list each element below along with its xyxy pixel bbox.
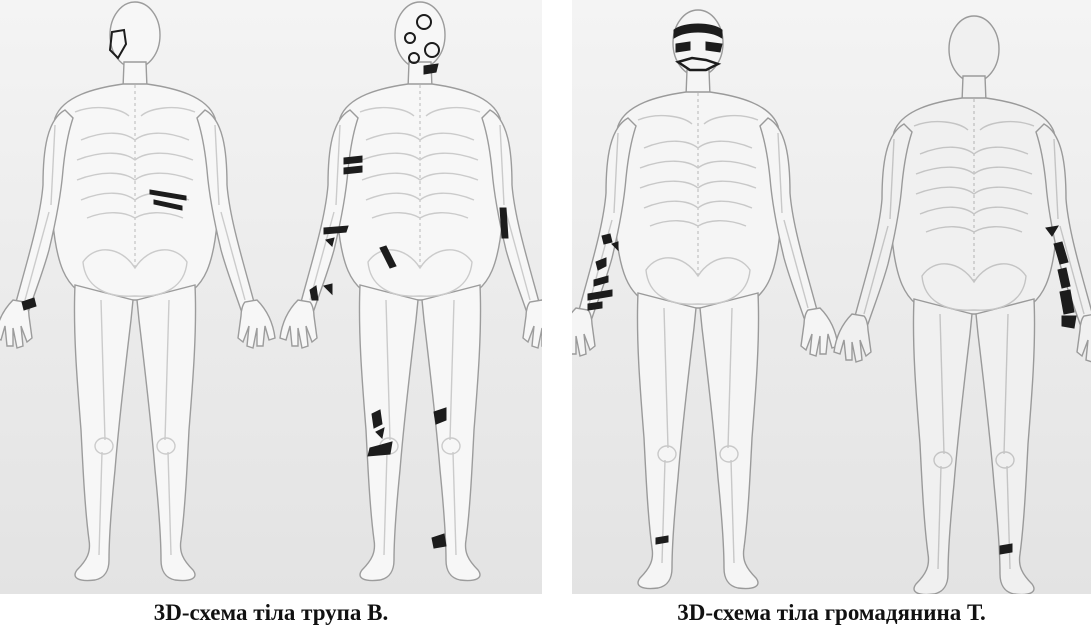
left-body-diagram (0, 0, 542, 594)
injury-mark-ankle (1000, 544, 1012, 554)
injury-mark-forearm (344, 166, 362, 174)
body-figure-back-view (0, 2, 275, 581)
body-figure-back-view (834, 16, 1091, 594)
right-panel-caption: 3D-схема тіла громадянина Т. (572, 600, 1091, 628)
injury-mark-forearm (344, 156, 362, 164)
injury-mark-face (706, 42, 722, 52)
right-body-diagram-panel (572, 0, 1091, 594)
right-body-diagram (572, 0, 1091, 594)
injury-mark-forearm (602, 234, 612, 244)
body-figure-front-view (572, 10, 838, 589)
injury-mark-ankle (656, 536, 668, 544)
injury-mark-ankle (432, 534, 446, 548)
injury-mark-hand (1062, 316, 1076, 328)
body-figure-front-view (280, 2, 542, 581)
left-panel-caption: 3D-схема тіла трупа В. (0, 600, 542, 628)
injury-mark-hand (588, 302, 602, 310)
injury-mark-knee (372, 410, 382, 428)
left-body-diagram-panel (0, 0, 542, 594)
injury-mark-face (424, 64, 438, 74)
injury-mark-hand (324, 284, 332, 294)
injury-mark-face (676, 42, 690, 52)
injury-mark-forearm (500, 208, 508, 238)
